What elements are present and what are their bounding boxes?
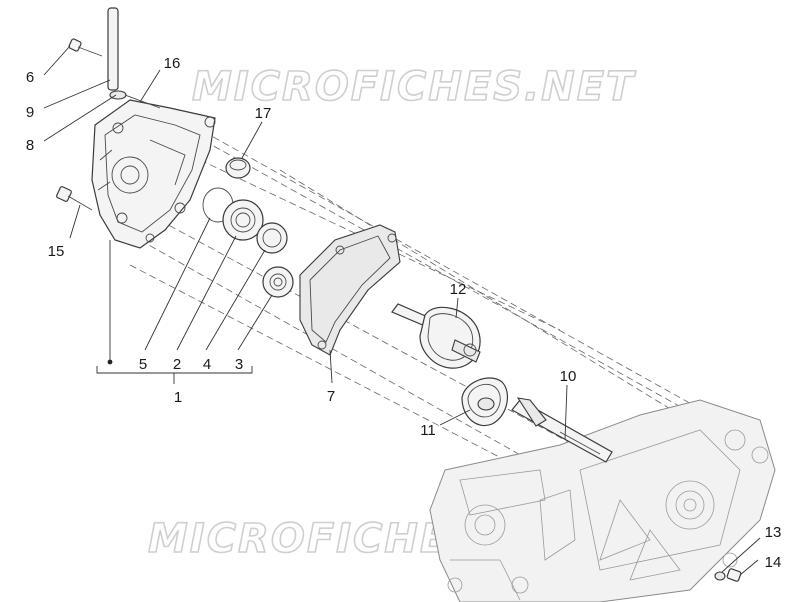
bearing-3 — [262, 266, 294, 298]
gear-11 — [461, 377, 509, 427]
oil-seal-4 — [256, 222, 288, 254]
callout-6: 6 — [26, 69, 34, 86]
callout-15: 15 — [48, 243, 65, 260]
callout-12: 12 — [450, 281, 467, 298]
callout-2: 2 — [173, 356, 181, 373]
callout-11: 11 — [420, 422, 436, 439]
crankcase — [429, 399, 776, 602]
bushing-17 — [225, 157, 251, 179]
gasket-7 — [299, 224, 401, 356]
callout-8: 8 — [26, 137, 34, 154]
dipstick-rod — [107, 7, 119, 91]
leader-lines — [43, 45, 761, 576]
callout-3: 3 — [235, 356, 243, 373]
bolt-6 — [68, 38, 103, 57]
transmission-cover — [91, 99, 216, 249]
plug-14 — [726, 568, 742, 582]
callout-9: 9 — [26, 104, 34, 121]
callout-10: 10 — [560, 368, 577, 385]
output-shaft-10 — [511, 397, 613, 463]
bearing-2 — [222, 199, 264, 241]
callout-14: 14 — [765, 554, 782, 571]
callout-13: 13 — [765, 524, 782, 541]
callout-16: 16 — [164, 55, 181, 72]
callout-labels: 1 2 3 4 5 6 7 8 9 10 11 12 13 14 15 16 1… — [26, 55, 782, 571]
watermark-top: MICROFICHES.NET — [192, 64, 636, 110]
stud-16 — [124, 94, 161, 109]
callout-4: 4 — [203, 356, 211, 373]
callout-5: 5 — [139, 356, 147, 373]
driven-shaft-12 — [391, 303, 481, 369]
callout-17: 17 — [255, 105, 272, 122]
callout-1: 1 — [174, 389, 182, 406]
washer-13 — [714, 571, 726, 581]
callout-7: 7 — [327, 388, 335, 405]
bolt-15 — [56, 186, 93, 211]
